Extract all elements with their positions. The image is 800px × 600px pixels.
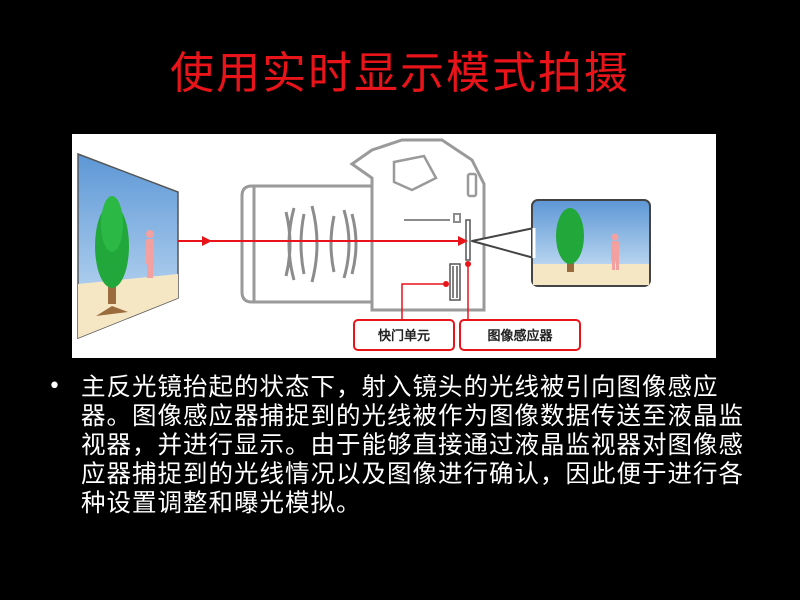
bullet-dot: • — [48, 374, 61, 399]
person-icon — [146, 230, 154, 278]
bullet-item: • 主反光镜抬起的状态下，射入镜头的光线被引向图像感应器。图像感应器捕捉到的光线… — [48, 372, 748, 517]
image-sensor-label: 图像感应器 — [459, 319, 581, 351]
slide-title: 使用实时显示模式拍摄 — [170, 48, 630, 99]
lcd-tree-icon — [556, 208, 584, 272]
camera-diagram: 快门单元 图像感应器 — [72, 134, 716, 358]
camera-body — [240, 138, 486, 312]
camera-diagram-svg: 快门单元 图像感应器 — [77, 138, 651, 351]
shutter-unit-label-text: 快门单元 — [378, 328, 430, 344]
bullet-text: 主反光镜抬起的状态下，射入镜头的光线被引向图像感应器。图像感应器捕捉到的光线被作… — [81, 372, 744, 517]
lcd-person-icon — [611, 233, 619, 270]
lens-elements — [284, 205, 358, 283]
lcd-callout — [471, 199, 651, 287]
shutter-unit-label: 快门单元 — [353, 319, 455, 351]
sensor-marker — [465, 261, 471, 267]
image-sensor — [465, 219, 471, 261]
mirror-box — [404, 213, 461, 223]
subject-scene — [77, 152, 179, 340]
shutter-unit — [449, 263, 461, 301]
light-ray — [178, 236, 468, 246]
label-leaders — [401, 264, 469, 320]
viewfinder-prism — [392, 154, 478, 198]
tree-icon — [95, 196, 129, 316]
image-sensor-label-text: 图像感应器 — [487, 328, 553, 344]
shutter-marker — [443, 281, 449, 287]
